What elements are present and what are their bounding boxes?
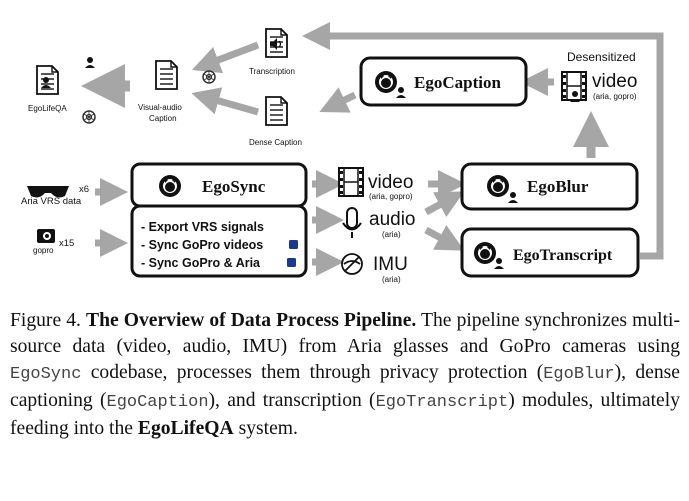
egotranscript-box: EgoTranscript [460,227,640,278]
gopro-count: x15 [59,238,74,249]
caption-text-2: codebase, processes them through privacy… [90,362,544,383]
github-icon [487,175,509,197]
pipeline-diagram: x6 Aria VRS data x15 gopro EgoSync - Exp… [21,22,664,284]
caption-text-4: ), and transcription ( [208,390,376,411]
python-badge-icon [289,240,298,249]
caption-text-3: ), dense captioning ( [10,362,680,411]
visual-audio-caption-label-2: Caption [149,114,177,123]
code-egosync: EgoSync [10,365,82,384]
github-icon [474,242,496,264]
egosync-item-1: - Export VRS signals [141,220,264,234]
video-sub: (aria, gopro) [369,192,413,201]
dense-caption-doc-icon [265,96,288,126]
desensitized-video-sub: (aria, gopro) [593,92,637,101]
imu-sensor-icon [341,253,363,275]
openai-icon [82,110,96,124]
imu-sub: (aria) [382,275,401,284]
person-icon [85,57,95,68]
audio-label: audio [369,209,416,230]
imu-label: IMU [373,254,408,275]
egoblur-box: EgoBlur [460,162,639,211]
audio-sub: (aria) [382,230,401,239]
caption-text-1: The pipeline synchronizes multi-source d… [10,310,681,357]
egolifeqa-doc-icon [36,65,59,95]
python-badge-icon [287,258,296,267]
egotranscript-title: EgoTranscript [513,247,613,264]
egosync-item-3: - Sync GoPro & Aria [141,256,261,270]
visual-audio-caption-doc-icon [155,60,178,90]
caption-text-5: ) modules, ultimately feeding into the [10,390,680,439]
gopro-camera-icon [37,229,55,243]
aria-count: x6 [79,184,89,195]
aria-glasses-icon [27,186,69,198]
github-icon [375,71,397,93]
egocaption-title: EgoCaption [414,73,501,92]
transcription-label: Transcription [249,67,295,76]
figure-caption: Figure 4. The Overview of Data Process P… [10,308,680,442]
egolifeqa-label: EgoLifeQA [28,104,67,113]
video-label: video [368,172,413,193]
github-icon [159,175,181,197]
code-egocaption: EgoCaption [106,393,209,412]
video-film-icon [338,167,364,197]
desensitized-video-label: video [592,71,637,92]
openai-icon [202,70,216,84]
code-egotranscript: EgoTranscript [375,393,509,412]
aria-label: Aria VRS data [21,196,82,207]
egosync-item-2: - Sync GoPro videos [141,238,263,252]
figure-title: The Overview of Data Process Pipeline. [86,310,417,331]
flow-arrows [81,22,664,276]
egocaption-box: EgoCaption [359,56,528,107]
egosync-box: EgoSync - Export VRS signals - Sync GoPr… [130,162,308,278]
egoblur-title: EgoBlur [527,177,589,196]
caption-text-6: system. [238,418,298,439]
microphone-icon [342,207,362,238]
transcription-doc-icon [265,28,288,58]
desensitized-title: Desensitized [567,50,636,64]
figure-label: Figure 4. [10,310,81,331]
egosync-title: EgoSync [202,177,266,196]
dense-caption-label: Dense Caption [249,138,302,147]
gopro-label: gopro [33,246,54,255]
visual-audio-caption-label-1: Visual-audio [138,103,182,112]
code-egoblur: EgoBlur [543,365,615,384]
system-name: EgoLifeQA [137,418,234,439]
